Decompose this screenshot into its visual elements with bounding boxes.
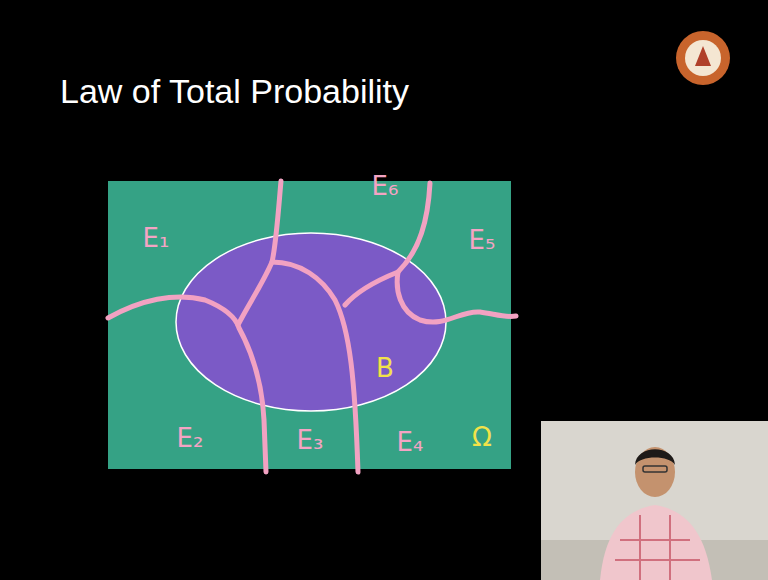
title: Law of Total Probability	[60, 72, 409, 111]
region-label: B	[376, 354, 394, 383]
partition-curve	[397, 272, 516, 322]
logo-center	[685, 40, 721, 76]
partition-curve	[238, 181, 281, 325]
lecturer-shirt	[600, 505, 712, 580]
logo-ring	[676, 31, 730, 85]
partition-curve	[108, 297, 266, 472]
lecturer-glasses	[643, 466, 667, 472]
event-label: E₃	[297, 426, 324, 455]
shirt-checks	[615, 515, 700, 580]
institute-logo	[676, 31, 730, 85]
video-frame	[541, 421, 768, 580]
event-label: E₄	[397, 428, 424, 457]
lecturer-head	[635, 447, 675, 497]
partition-curve	[272, 262, 358, 472]
lecturer-hair	[635, 449, 675, 465]
logo-lamp	[695, 46, 711, 66]
lecturer-video	[541, 421, 768, 580]
event-label: E₆	[372, 172, 399, 201]
event-label: E₂	[177, 424, 204, 453]
partition-curve	[345, 183, 430, 305]
event-label: E₅	[469, 226, 496, 255]
event-label: E₁	[143, 224, 170, 253]
region-label: Ω	[472, 423, 492, 452]
